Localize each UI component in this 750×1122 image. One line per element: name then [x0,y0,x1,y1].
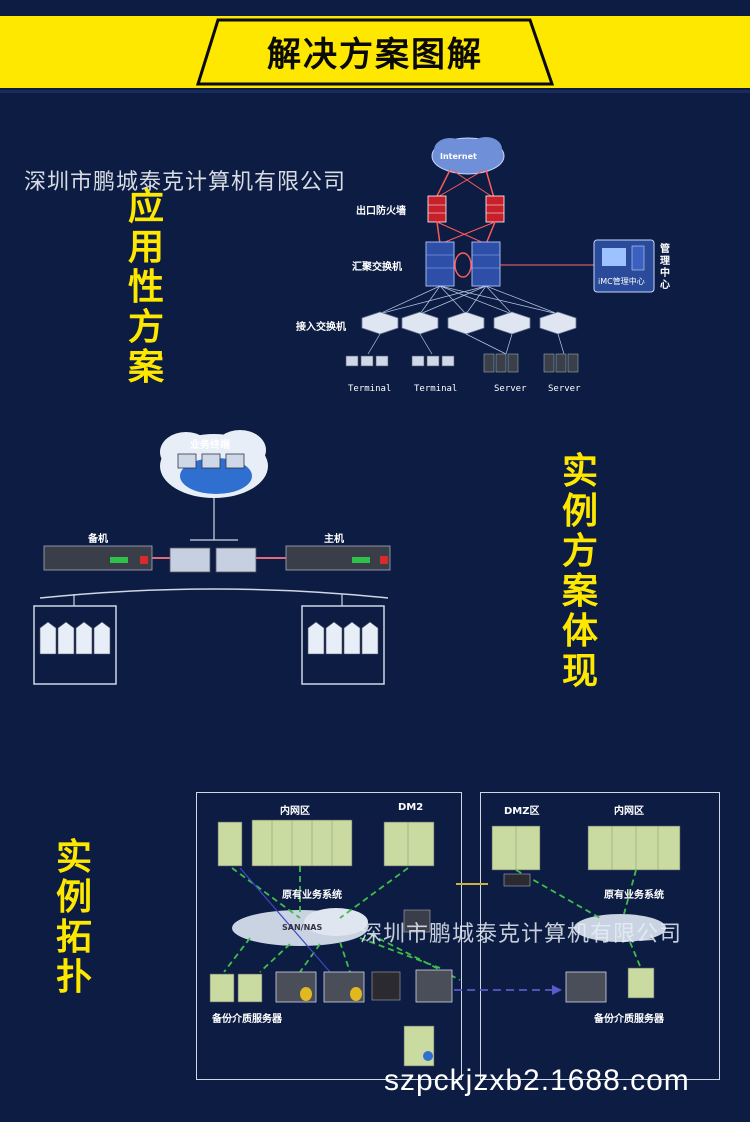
aggregation-switch-label: 汇聚交换机 [352,262,402,273]
backup-server-label: 备份介质服务器 [594,1014,664,1025]
section-heading-applicability: 应 用 性 方 案 [127,187,164,388]
right-zone-frame [480,792,720,1080]
terminal-icon [177,453,245,469]
zone-label: DMZ区 [504,806,540,817]
zone-label: 内网区 [614,806,644,817]
backup-server-label: 备份介质服务器 [212,1014,282,1025]
access-switch-icon [361,311,577,335]
page-title: 解决方案图解 [267,34,483,75]
section-heading-topology: 实 例 拓 扑 [55,837,92,998]
disk-array-icon [275,969,607,1003]
router-icon [403,909,431,933]
mgmt-center-screen-label: iMC管理中心 [598,277,645,286]
section-heading-instance: 实 例 方 案 体 现 [561,451,598,692]
firewall-label: 出口防火墙 [356,206,406,217]
internet-label: Internet [440,152,477,161]
watermark-company: 深圳市鹏城泰克计算机有限公司 [24,170,347,195]
backup-host-label: 备机 [88,534,108,545]
mgmt-center-label: 管理中心 [660,244,670,291]
internet-cloud-icon [431,137,505,175]
zone-label: 内网区 [280,806,310,817]
storage-node-icon [39,621,379,655]
tape-library-icon [371,971,401,1001]
access-switch-label: 接入交换机 [296,322,346,333]
switch-icon [169,547,257,573]
header: 解决方案图解 [200,20,550,82]
management-center-icon [593,239,655,293]
endpoint-label: Server [548,384,581,394]
user-icon [423,1051,433,1061]
storage-cloud-icon [574,914,666,942]
primary-host-label: 主机 [324,534,344,545]
backup-server-icon [209,967,655,1067]
server-rack-icon [217,819,681,871]
legacy-system-label: 原有业务系统 [604,890,664,901]
firewall-icon [503,873,531,887]
zone-label: DM2 [398,802,424,813]
server-icon [483,353,579,373]
disk-array-icon [33,605,385,685]
cloud-label: SAN/NAS [282,923,323,932]
left-zone-frame [196,792,462,1080]
storage-cloud-icon [232,908,368,946]
watermark-url: szpckjzxb2.1688.com [384,1064,690,1097]
endpoint-label: Terminal [414,384,458,394]
terminal-icon [345,355,455,367]
endpoint-label: Terminal [348,384,392,394]
header-divider [0,90,750,93]
server-chassis-icon [43,545,391,571]
endpoint-label: Server [494,384,527,394]
cloud-label: 业务终端 [190,440,230,451]
core-switch-icon [425,241,501,287]
watermark-company-overlay: 深圳市鹏城泰克计算机有限公司 [360,922,683,947]
legacy-system-label: 原有业务系统 [282,890,342,901]
